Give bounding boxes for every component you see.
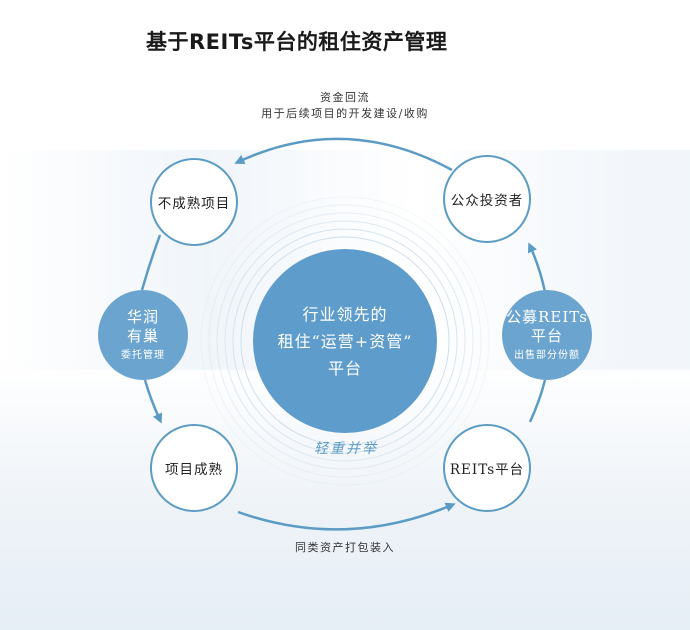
node-immature-project: 不成熟项目 — [150, 158, 238, 246]
concentric-rings — [200, 196, 490, 486]
slogan: 轻重并举 — [314, 441, 378, 457]
right-side-line1: 公募REITs — [506, 307, 588, 326]
right-side-sub: 出售部分份额 — [514, 349, 580, 361]
top-note: 资金回流 用于后续项目的开发建设/收购 — [225, 90, 465, 122]
node-reits-platform: REITs平台 — [443, 424, 531, 512]
bottom-note: 同类资产打包装入 — [295, 541, 395, 554]
arrow-left-upper — [140, 234, 162, 291]
left-side-line2: 有巢 — [126, 326, 159, 345]
left-side-sub: 委托管理 — [121, 349, 165, 361]
node-mature-project: 项目成熟 — [150, 424, 238, 512]
top-note-line2: 用于后续项目的开发建设/收购 — [261, 107, 429, 120]
arrow-bottom — [237, 502, 456, 531]
top-note-line1: 资金回流 — [320, 91, 370, 104]
arrow-right-lower — [528, 379, 547, 423]
arrow-top — [234, 137, 453, 172]
arrow-right-upper — [527, 242, 547, 293]
center-circle: 行业领先的 租住“运营+资管” 平台 — [253, 249, 437, 433]
left-side-circle: 华润 有巢 委托管理 — [98, 290, 188, 380]
center-line2: 租住“运营+资管” — [277, 331, 413, 351]
left-side-line1: 华润 — [126, 307, 159, 326]
arrow-left-lower — [143, 379, 163, 424]
center-line3: 平台 — [327, 358, 362, 378]
page-title: 基于REITs平台的租住资产管理 — [146, 30, 448, 54]
node-public-investors: 公众投资者 — [443, 155, 531, 243]
right-side-circle: 公募REITs 平台 出售部分份额 — [502, 290, 592, 380]
center-line1: 行业领先的 — [302, 304, 388, 324]
right-side-line2: 平台 — [530, 326, 563, 345]
